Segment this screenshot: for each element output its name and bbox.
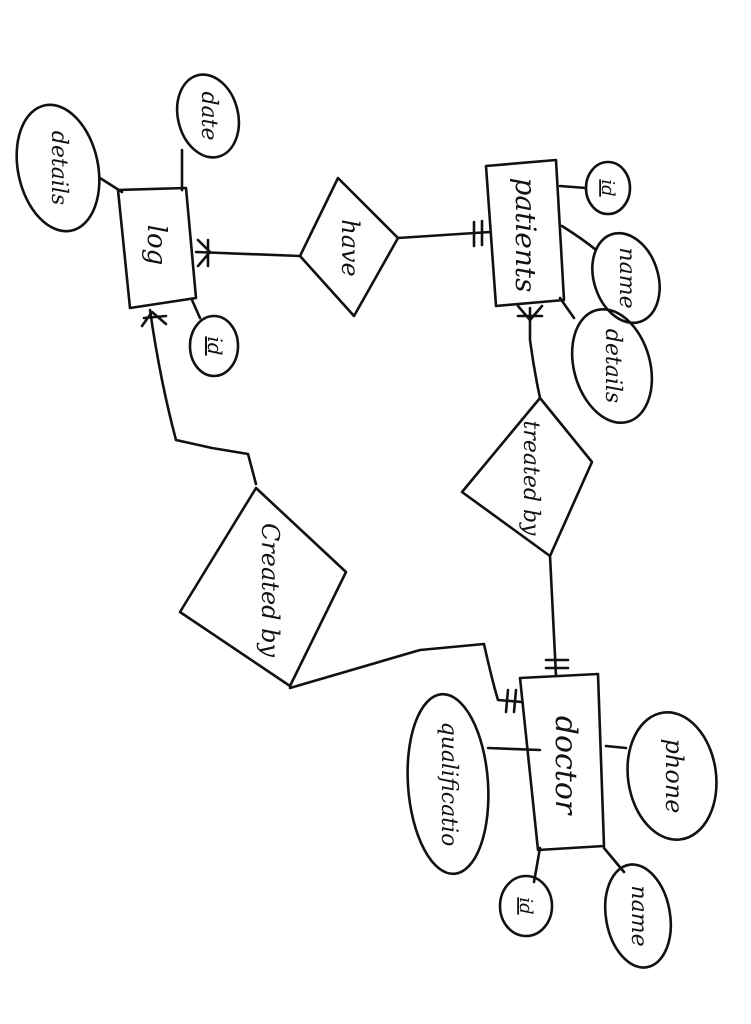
entity-doctor: doctor <box>518 672 606 852</box>
relationship-treated-by-label: treated by <box>518 421 543 537</box>
stub-patients-id <box>558 184 588 190</box>
attribute-log-details: details <box>15 103 101 233</box>
crowfoot-patients-treated <box>516 304 544 322</box>
crowfoot-log-have <box>196 238 212 268</box>
stub-patients-name <box>560 224 598 252</box>
entity-log: log <box>116 186 198 310</box>
mark-one-patients-have <box>472 219 484 248</box>
entity-patients-label: patients <box>509 177 542 292</box>
attribute-doctor-phone: phone <box>626 711 718 841</box>
attribute-doctor-phone-label: phone <box>660 739 688 814</box>
stub-doctor-phone <box>604 744 628 750</box>
attribute-patients-name-label: name <box>614 247 639 308</box>
attribute-patients-details-label: details <box>600 329 625 403</box>
relationship-created-by-label: Created by <box>256 523 284 658</box>
crowfoot-log-created <box>140 310 168 328</box>
attribute-doctor-id: id <box>498 874 554 938</box>
relationship-have-label: have <box>336 219 364 277</box>
attribute-doctor-qualification: qualificatio <box>406 692 490 876</box>
entity-doctor-label: doctor <box>548 716 583 816</box>
attribute-doctor-id-label: id <box>515 897 536 914</box>
attribute-patients-id-label: id <box>597 179 618 196</box>
stub-doctor-id <box>532 846 542 884</box>
attribute-log-details-label: details <box>46 131 71 205</box>
relationship-treated-by: treated by <box>460 396 594 558</box>
attribute-doctor-qualification-label: qualificatio <box>436 722 461 847</box>
attribute-log-id-label: id <box>203 336 227 355</box>
relationship-have: have <box>298 176 400 318</box>
entity-patients: patients <box>484 158 566 308</box>
attribute-doctor-name: name <box>603 863 673 969</box>
mark-one-doctor-created <box>504 688 518 714</box>
stub-log-id <box>190 298 202 320</box>
connector-patients-treated <box>528 306 542 400</box>
mark-one-doctor-treated <box>544 658 570 670</box>
attribute-patients-name: name <box>591 231 661 325</box>
entity-log-label: log <box>141 225 171 266</box>
attribute-log-date: date <box>175 73 241 159</box>
connector-created-doctor <box>288 642 524 704</box>
attribute-doctor-name-label: name <box>626 885 651 946</box>
attribute-log-date-label: date <box>196 91 221 140</box>
attribute-patients-details: details <box>570 307 654 425</box>
connector-log-have <box>194 250 302 258</box>
attribute-log-id: id <box>188 314 240 378</box>
connector-treated-doctor <box>548 554 558 678</box>
connector-log-created <box>148 308 258 486</box>
attribute-patients-id: id <box>584 160 632 216</box>
stub-doctor-qualification <box>486 746 542 752</box>
connector-have-patients <box>396 230 492 240</box>
relationship-created-by: Created by <box>178 486 348 688</box>
